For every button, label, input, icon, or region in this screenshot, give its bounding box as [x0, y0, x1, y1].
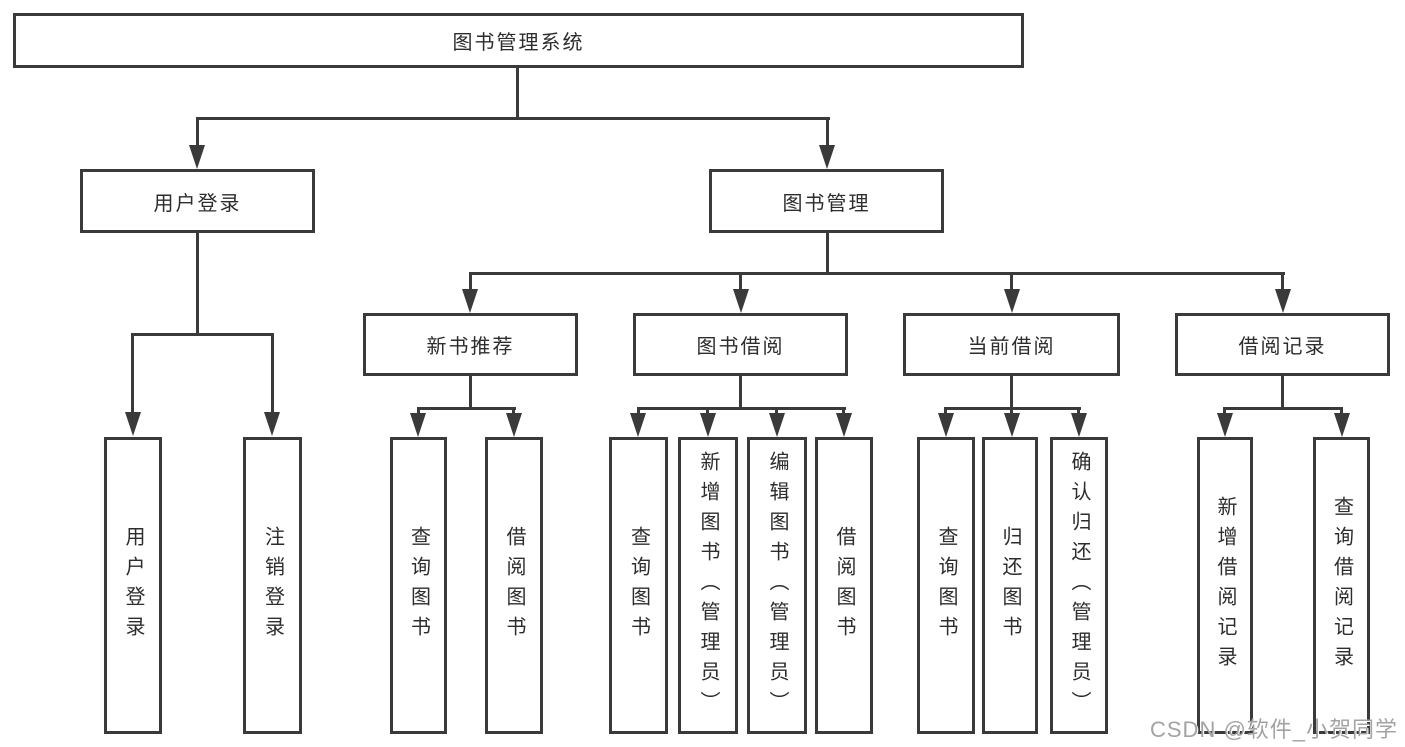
node-root: 图书管理系统	[13, 13, 1024, 68]
connector-line	[739, 272, 742, 292]
leaf-label: 查询借阅记录	[1330, 495, 1353, 676]
connector-arrow	[1071, 413, 1087, 437]
connector-line	[1281, 376, 1284, 409]
connector-arrow	[769, 413, 785, 437]
connector-line	[1281, 272, 1284, 292]
connector-line	[1340, 407, 1343, 417]
connector-line	[196, 233, 199, 336]
connector-line	[1010, 376, 1013, 409]
leaf-label: 编辑图书（管理员）	[766, 450, 788, 721]
connector-line	[842, 407, 845, 417]
leaf-label: 查询图书	[407, 525, 430, 646]
connector-arrow	[733, 289, 749, 313]
connector-arrow	[836, 413, 852, 437]
connector-line	[1223, 407, 1226, 417]
leaf-borrow-books-1: 借阅图书	[485, 437, 543, 734]
leaf-add-borrow-record: 新增借阅记录	[1197, 437, 1253, 734]
connector-line	[826, 117, 829, 149]
leaf-logout: 注销登录	[243, 437, 302, 734]
connector-line	[637, 407, 640, 417]
leaf-label: 注销登录	[261, 525, 284, 646]
node-user-login: 用户登录	[80, 169, 315, 233]
connector-line	[775, 407, 778, 417]
connector-line	[131, 333, 134, 415]
connector-arrow	[1275, 289, 1291, 313]
leaf-label: 查询图书	[935, 525, 957, 646]
connector-arrow	[1217, 413, 1233, 437]
connector-line	[826, 233, 829, 275]
connector-arrow	[462, 289, 478, 313]
connector-line	[417, 407, 516, 410]
leaf-add-book-admin: 新增图书（管理员）	[678, 437, 738, 734]
leaf-label: 新增借阅记录	[1214, 495, 1236, 676]
connector-arrow	[189, 145, 205, 169]
connector-line	[637, 407, 846, 410]
leaf-label: 借阅图书	[833, 525, 855, 646]
connector-line	[1010, 407, 1013, 417]
connector-arrow	[125, 412, 141, 436]
connector-line	[469, 272, 1285, 275]
connector-line	[706, 407, 709, 417]
connector-line	[516, 68, 519, 118]
leaf-label: 新增图书（管理员）	[697, 450, 719, 721]
leaf-query-books-1: 查询图书	[390, 437, 447, 734]
node-borrow-records: 借阅记录	[1175, 313, 1390, 376]
connector-line	[469, 376, 472, 409]
node-current-borrow: 当前借阅	[903, 313, 1120, 376]
connector-arrow	[1334, 413, 1350, 437]
connector-arrow	[1004, 289, 1020, 313]
connector-line	[512, 407, 515, 417]
connector-line	[271, 333, 274, 415]
csdn-watermark: CSDN @软件_小贺同学	[1150, 717, 1399, 742]
leaf-query-borrow-record: 查询借阅记录	[1313, 437, 1370, 734]
connector-line	[131, 333, 274, 336]
node-book-borrow: 图书借阅	[633, 313, 848, 376]
connector-arrow	[819, 145, 835, 169]
leaf-edit-book-admin: 编辑图书（管理员）	[747, 437, 807, 734]
leaf-label: 查询图书	[627, 525, 650, 646]
leaf-label: 归还图书	[999, 525, 1021, 646]
connector-line	[944, 407, 947, 417]
leaf-label: 确认归还（管理员）	[1068, 450, 1090, 721]
connector-line	[196, 117, 199, 149]
connector-arrow	[700, 413, 716, 437]
connector-line	[1010, 272, 1013, 292]
node-book-management: 图书管理	[709, 169, 944, 233]
leaf-borrow-books-2: 借阅图书	[815, 437, 873, 734]
leaf-confirm-return-admin: 确认归还（管理员）	[1050, 437, 1108, 734]
connector-line	[469, 272, 472, 292]
leaf-query-books-3: 查询图书	[917, 437, 975, 734]
leaf-label: 借阅图书	[503, 525, 525, 646]
leaf-return-book: 归还图书	[982, 437, 1038, 734]
leaf-user-login: 用户登录	[104, 437, 162, 734]
leaf-label: 用户登录	[122, 525, 144, 646]
connector-arrow	[410, 413, 426, 437]
connector-arrow	[264, 412, 280, 436]
connector-line	[739, 376, 742, 409]
node-new-book-recommend: 新书推荐	[363, 313, 578, 376]
leaf-query-books-2: 查询图书	[609, 437, 668, 734]
connector-arrow	[630, 413, 646, 437]
connector-line	[196, 117, 830, 120]
connector-line	[417, 407, 420, 417]
connector-arrow	[506, 413, 522, 437]
connector-arrow	[1004, 413, 1020, 437]
connector-line	[1223, 407, 1343, 410]
connector-line	[1077, 407, 1080, 417]
connector-arrow	[938, 413, 954, 437]
